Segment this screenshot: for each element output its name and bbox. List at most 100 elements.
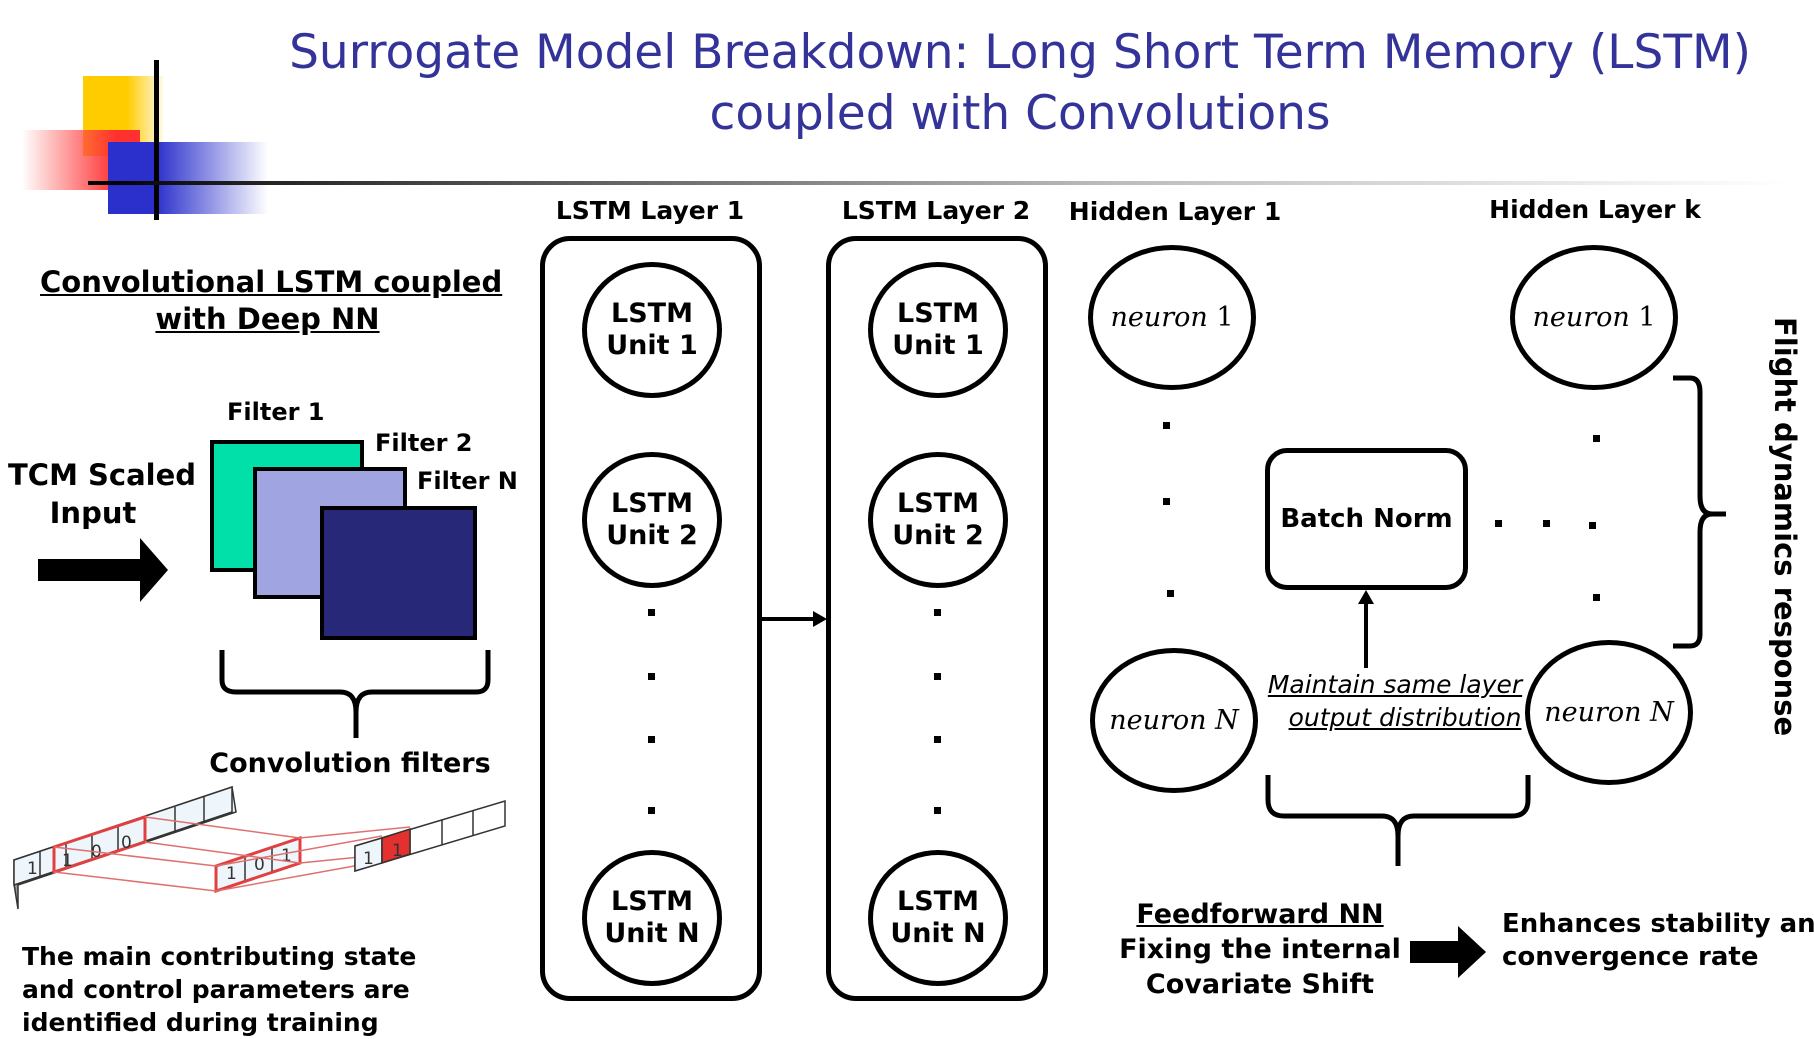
filters-brace [219, 650, 491, 738]
strip3-cell-2: 1 [392, 841, 403, 861]
feedforward-line3: Covariate Shift [1145, 969, 1375, 1000]
strip3-cell-1: 1 [363, 849, 374, 869]
lstm1-dot [648, 673, 655, 680]
lstm2-header: LSTM Layer 2 [841, 196, 1031, 225]
strip1-cell-2: 1 [62, 851, 73, 871]
feedforward-line2: Fixing the internal [1119, 934, 1401, 965]
left-heading-line2: with Deep NN [155, 302, 380, 336]
hiddenk-neuronN: neuron N [1525, 640, 1693, 785]
strip3-highlight-cell [381, 827, 411, 865]
hidden1-header: Hidden Layer 1 [1068, 197, 1282, 226]
hiddenk-neuron1: neuron 1 [1510, 245, 1678, 390]
enhances-line2: convergence rate [1502, 942, 1759, 972]
feedforward-block: Feedforward NN Fixing the internal Covar… [1100, 897, 1420, 1002]
input-label: TCM Scaled Input [8, 456, 197, 532]
strip2-cell-2: 0 [254, 855, 265, 875]
batch-norm-box: Batch Norm [1265, 448, 1468, 590]
batchnorm-dot [1495, 520, 1502, 527]
strip2-cell-1: 1 [226, 864, 237, 884]
lstm2-dot [934, 736, 941, 743]
output-brace [1673, 375, 1726, 649]
hidden1-neuron1-index: 1 [1216, 302, 1234, 333]
slide-title: Surrogate Model Breakdown: Long Short Te… [250, 22, 1790, 144]
lstm-connection-arrowhead [813, 611, 827, 627]
hidden1-neuronN-word: neuron [1109, 705, 1207, 736]
hidden1-neuron1: neuron 1 [1088, 245, 1256, 390]
conv-filters-label: Convolution filters [209, 748, 491, 779]
left-caption-line2: and control parameters are [22, 975, 410, 1004]
lstm1-unit1-line2: Unit 1 [606, 330, 698, 361]
lstm2-unit1-line1: LSTM [897, 298, 979, 329]
filterN-label: Filter N [417, 467, 518, 495]
flight-dynamics-label: Flight dynamics response [1768, 317, 1802, 737]
enhances-label: Enhances stability and convergence rate [1502, 908, 1814, 974]
hidden1-neuronN-index: N [1215, 705, 1239, 736]
hidden1-dot [1167, 590, 1174, 597]
lstm2-unit2-line2: Unit 2 [892, 520, 984, 551]
filter2-label: Filter 2 [375, 429, 473, 457]
left-heading-line1: Convolutional LSTM coupled [40, 265, 503, 299]
enhances-line1: Enhances stability and [1502, 909, 1814, 939]
enhances-arrow [1410, 926, 1486, 978]
hiddenk-neuronN-index: N [1650, 697, 1674, 728]
lstm1-dot [648, 609, 655, 616]
logo-vertical-line [154, 60, 159, 220]
lstm2-unitN-line1: LSTM [897, 886, 979, 917]
slide-title-line1: Surrogate Model Breakdown: Long Short Te… [289, 25, 1751, 80]
hiddenk-header: Hidden Layer k [1489, 195, 1701, 224]
maintain-label-line2: output distribution [1288, 703, 1522, 732]
lstm2-dot [934, 807, 941, 814]
feedforward-title: Feedforward NN [1136, 899, 1384, 930]
strip1-cell-1: 1 [27, 859, 38, 879]
batchnorm-arrowhead [1358, 590, 1374, 604]
hidden1-dot [1163, 498, 1170, 505]
lstm2-unitN-line2: Unit N [890, 918, 986, 949]
slide-title-line2: coupled with Convolutions [709, 86, 1331, 141]
hidden1-neuron1-word: neuron [1110, 302, 1208, 333]
lstm2-dot [934, 673, 941, 680]
lstm1-header: LSTM Layer 1 [555, 196, 745, 225]
lstm1-dot [648, 807, 655, 814]
feedforward-brace [1265, 775, 1531, 866]
maintain-label-line1: Maintain same layer [1267, 670, 1523, 699]
logo-blue-square [108, 142, 268, 214]
hiddenk-dot [1593, 594, 1600, 601]
left-caption: The main contributing state and control … [22, 940, 416, 1039]
strip2-cell-3: 1 [281, 846, 292, 866]
batch-norm-label: Batch Norm [1280, 504, 1453, 534]
lstm1-unit1-line1: LSTM [611, 298, 693, 329]
hiddenk-neuron1-word: neuron [1532, 302, 1630, 333]
filter1-label: Filter 1 [227, 398, 325, 426]
lstm1-dot [648, 736, 655, 743]
batchnorm-dot [1589, 522, 1596, 529]
lstm2-column [826, 236, 1048, 1001]
maintain-label: Maintain same layer output distribution [1250, 668, 1540, 734]
strip1-cell-4: 0 [121, 833, 132, 853]
batchnorm-dot [1543, 520, 1550, 527]
left-heading: Convolutional LSTM coupled with Deep NN [40, 264, 503, 338]
hiddenk-neuronN-word: neuron [1544, 697, 1642, 728]
filterN-square [320, 506, 477, 640]
lstm2-unit1-line2: Unit 1 [892, 330, 984, 361]
lstm1-column [540, 236, 762, 1001]
hiddenk-neuron1-index: 1 [1638, 302, 1656, 333]
input-label-line2: Input [49, 496, 137, 530]
lstm2-unit2-line1: LSTM [897, 488, 979, 519]
lstm1-unit2-line2: Unit 2 [606, 520, 698, 551]
hidden1-neuronN: neuron N [1090, 648, 1258, 793]
logo-horizontal-line [88, 181, 1788, 185]
hidden1-dot [1163, 422, 1170, 429]
lstm2-dot [934, 609, 941, 616]
lstm1-unitN-line2: Unit N [604, 918, 700, 949]
input-label-line1: TCM Scaled [8, 458, 197, 492]
conv-strip-3 [354, 799, 506, 873]
left-caption-line3: identified during training [22, 1008, 379, 1037]
left-caption-line1: The main contributing state [22, 942, 417, 971]
